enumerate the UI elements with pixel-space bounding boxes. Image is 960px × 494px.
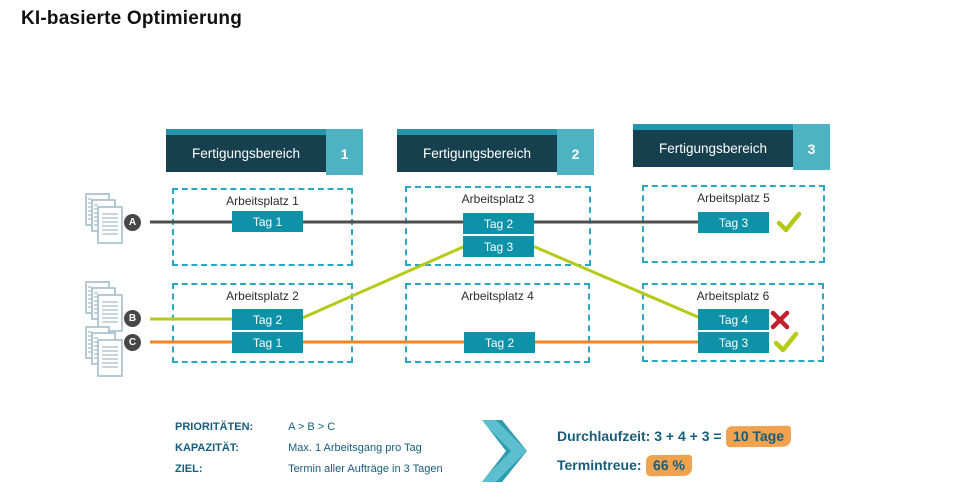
legend-row-kapazitaet: KAPAZITÄT: Max. 1 Arbeitsgang pro Tag xyxy=(175,442,443,454)
tag-chip-ap3-tag2: Tag 2 xyxy=(463,213,534,234)
tag-chip-ap1-tag1: Tag 1 xyxy=(232,211,303,232)
termintreue-label: Termintreue: xyxy=(557,457,642,473)
tag-chip-ap6-tag3: Tag 3 xyxy=(698,332,769,353)
workstation-label: Arbeitsplatz 3 xyxy=(461,192,535,206)
workstation-6: Arbeitsplatz 6 xyxy=(642,283,824,362)
durchlaufzeit-label: Durchlaufzeit: 3 + 4 + 3 = xyxy=(557,428,722,444)
page-title: KI-basierte Optimierung xyxy=(21,8,243,29)
workstation-1: Arbeitsplatz 1 xyxy=(172,188,353,266)
workstation-label: Arbeitsplatz 5 xyxy=(697,191,770,205)
check-icon xyxy=(773,331,799,353)
legend-row-prioritaeten: PRIORITÄTEN: A > B > C xyxy=(175,421,443,433)
chevron-right-icon xyxy=(482,420,527,482)
tag-chip-ap2-tag1: Tag 1 xyxy=(232,332,303,353)
tag-chip-ap6-tag4: Tag 4 xyxy=(698,309,769,330)
check-icon xyxy=(776,211,802,233)
area-header-3: 3 Fertigungsbereich xyxy=(633,124,830,170)
documents-icon xyxy=(85,281,123,332)
cross-icon xyxy=(770,310,790,330)
area-header-2: 2 Fertigungsbereich xyxy=(397,129,594,175)
documents-icon xyxy=(85,326,123,377)
legend: PRIORITÄTEN: A > B > C KAPAZITÄT: Max. 1… xyxy=(175,421,443,484)
area-title: Fertigungsbereich xyxy=(397,135,557,172)
order-c-badge: C xyxy=(124,334,141,351)
tag-chip-ap4-tag2: Tag 2 xyxy=(464,332,535,353)
order-b-badge: B xyxy=(124,310,141,327)
workstation-4: Arbeitsplatz 4 xyxy=(405,283,590,363)
legend-row-ziel: ZIEL: Termin aller Aufträge in 3 Tagen xyxy=(175,463,443,475)
workstation-label: Arbeitsplatz 1 xyxy=(226,194,299,208)
area-number: 1 xyxy=(326,129,363,175)
workstation-3: Arbeitsplatz 3 xyxy=(405,186,591,266)
area-title: Fertigungsbereich xyxy=(166,135,326,172)
legend-value: Termin aller Aufträge in 3 Tagen xyxy=(288,463,443,475)
workstation-5: Arbeitsplatz 5 xyxy=(642,185,825,263)
legend-label: PRIORITÄTEN: xyxy=(175,421,254,433)
workstation-label: Arbeitsplatz 6 xyxy=(696,289,770,303)
area-number: 3 xyxy=(793,124,830,170)
order-a-badge: A xyxy=(124,214,141,231)
legend-label: KAPAZITÄT: xyxy=(175,442,239,454)
tag-chip-ap3-tag3: Tag 3 xyxy=(463,236,534,257)
area-header-accent-bar xyxy=(397,129,594,135)
area-header-1: 1 Fertigungsbereich xyxy=(166,129,363,175)
termintreue-result: Termintreue:66 % xyxy=(557,454,692,477)
workstation-label: Arbeitsplatz 4 xyxy=(461,289,534,303)
area-title: Fertigungsbereich xyxy=(633,130,793,167)
legend-value: Max. 1 Arbeitsgang pro Tag xyxy=(288,442,422,454)
durchlaufzeit-result: Durchlaufzeit: 3 + 4 + 3 =10 Tage xyxy=(557,425,791,448)
area-number: 2 xyxy=(557,129,594,175)
legend-label: ZIEL: xyxy=(175,463,203,475)
area-header-accent-bar xyxy=(166,129,363,135)
legend-value: A > B > C xyxy=(288,421,336,433)
documents-icon xyxy=(85,193,123,244)
workstation-label: Arbeitsplatz 2 xyxy=(226,289,299,303)
tag-chip-ap5-tag3: Tag 3 xyxy=(698,212,769,233)
area-header-accent-bar xyxy=(633,124,830,130)
workstation-2: Arbeitsplatz 2 xyxy=(172,283,353,363)
tag-chip-ap2-tag2: Tag 2 xyxy=(232,309,303,330)
